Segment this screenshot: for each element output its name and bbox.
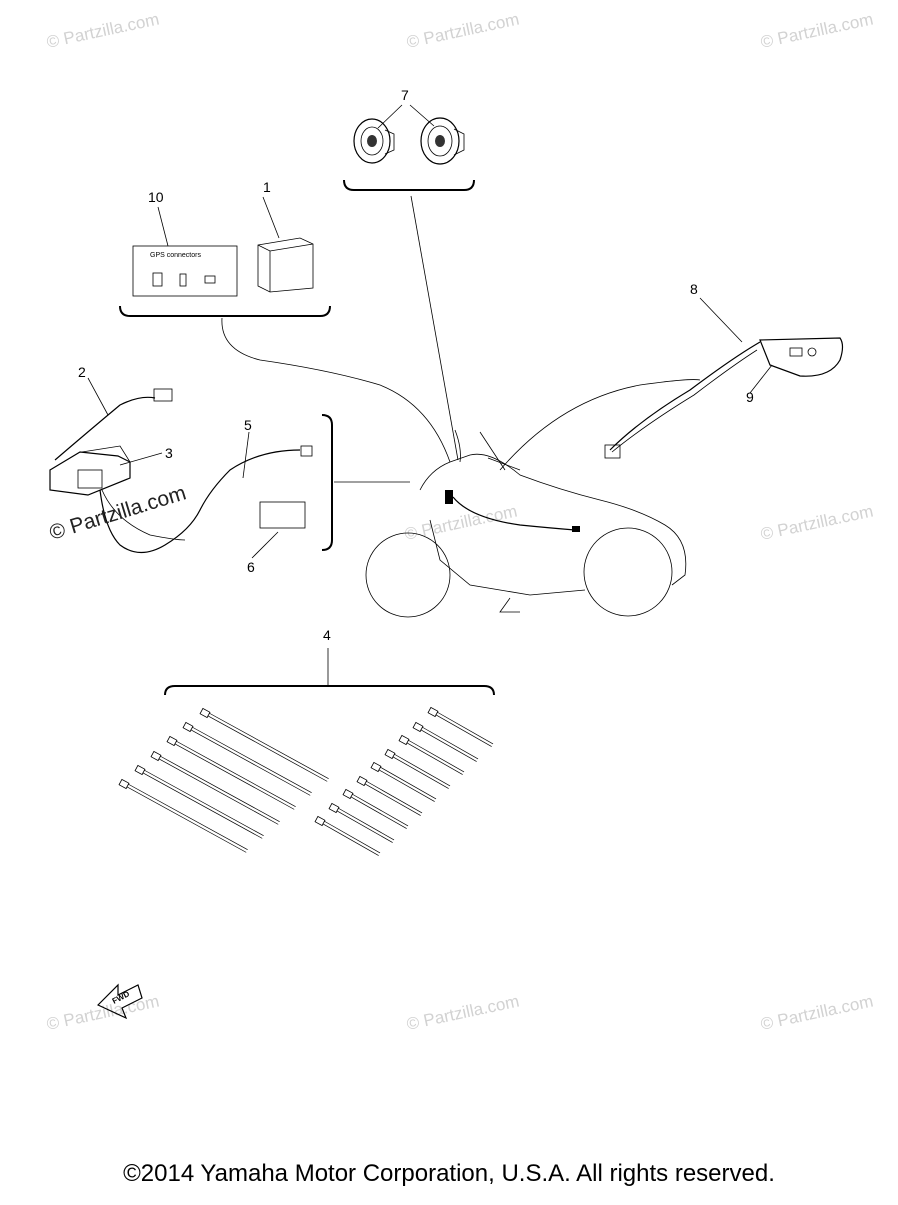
connector-icon (179, 273, 187, 287)
callout-5: 5 (244, 417, 252, 433)
cable-tie-icon (328, 802, 395, 843)
parts-box-icon (257, 237, 314, 293)
control-unit-icon (49, 451, 131, 496)
speaker-right-icon (420, 117, 465, 165)
callout-9: 9 (746, 389, 754, 405)
connector-icon (300, 445, 313, 457)
harness-5 (242, 414, 410, 559)
watermark-dark: © Partzilla.com (47, 481, 189, 544)
callout-4: 4 (323, 627, 331, 643)
callout-1: 1 (263, 179, 271, 195)
connector-icon (152, 272, 163, 287)
speaker-pair (343, 104, 475, 461)
cable-tie-icon (356, 775, 423, 816)
watermark: © Partzilla.com (403, 502, 519, 544)
watermarks: © Partzilla.com © Partzilla.com © Partzi… (45, 10, 875, 1034)
handlebar-switch (499, 297, 844, 471)
bracket-5-6 (321, 414, 333, 551)
cable-tie-icon (342, 788, 409, 829)
cable-tie-icon (150, 750, 280, 825)
cable-tie-icon (384, 748, 451, 789)
cable-tie-icon (370, 761, 437, 802)
speaker-left-icon (353, 118, 395, 164)
cable-tie-icon (398, 734, 465, 775)
bracket-7 (343, 179, 475, 191)
cable-tie-icon (314, 815, 381, 856)
watermark: © Partzilla.com (759, 502, 875, 544)
cable-tie-icon (182, 721, 312, 796)
bracket-4 (164, 685, 495, 696)
label-sheet-icon (259, 501, 306, 529)
cable-ties (118, 648, 495, 856)
callout-7: 7 (401, 87, 409, 103)
watermark: © Partzilla.com (759, 10, 875, 52)
cable-tie-icon (412, 721, 479, 762)
watermark: © Partzilla.com (759, 992, 875, 1034)
gps-connectors-label: GPS connectors (150, 252, 201, 259)
motorcycle-outline (365, 429, 687, 618)
connector-icon (445, 490, 453, 504)
switch-housing-icon (759, 337, 844, 377)
watermark: © Partzilla.com (45, 10, 161, 52)
callout-3: 3 (165, 445, 173, 461)
watermark: © Partzilla.com (405, 10, 521, 52)
gps-kit: GPS connectors (119, 196, 451, 463)
callout-2: 2 (78, 364, 86, 380)
harness-unit (49, 377, 313, 554)
callout-10: 10 (148, 189, 164, 205)
watermark: © Partzilla.com (405, 992, 521, 1034)
watermark: © Partzilla.com (45, 992, 161, 1034)
cable-tie-icon (118, 778, 248, 853)
callout-8: 8 (690, 281, 698, 297)
connector-icon (604, 444, 621, 459)
connector-icon (204, 275, 216, 284)
cable-tie-icon (166, 735, 296, 810)
cable-tie-icon (199, 707, 329, 782)
copyright-notice: ©2014 Yamaha Motor Corporation, U.S.A. A… (123, 1160, 775, 1187)
bracket-10-1 (119, 305, 331, 317)
callout-6: 6 (247, 559, 255, 575)
connector-icon (153, 388, 173, 402)
callouts: 1 2 3 4 5 6 7 8 9 10 (78, 87, 754, 643)
gps-connectors-box (132, 245, 238, 297)
cable-tie-icon (427, 706, 494, 747)
cable-tie-icon (134, 764, 264, 839)
